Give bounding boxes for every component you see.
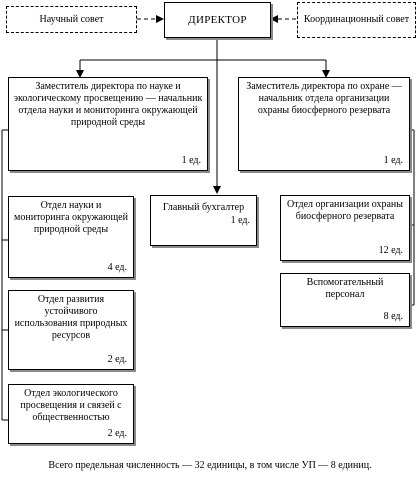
dept-protection-count: 12 ед. xyxy=(378,245,403,256)
dept-education-title: Отдел экологического просвещения и связе… xyxy=(20,388,122,423)
support-staff-title: Вспомогательный персонал xyxy=(306,277,384,300)
dept-sustainable-box: Отдел развития устойчивого использования… xyxy=(8,290,134,370)
chief-accountant-box: Главный бухгалтер 1 ед. xyxy=(150,195,257,246)
scientific-council-label: Научный совет xyxy=(39,13,104,25)
director-box: ДИРЕКТОР xyxy=(164,2,271,38)
scientific-council-box: Научный совет xyxy=(6,6,137,33)
dept-science-count: 4 ед. xyxy=(107,262,127,273)
deputy-science-box: Заместитель директора по науке и экологи… xyxy=(8,77,208,171)
chief-accountant-title: Главный бухгалтер xyxy=(162,202,245,213)
dept-science-box: Отдел науки и мониторинга окружающей при… xyxy=(8,196,134,278)
chief-accountant-count: 1 ед. xyxy=(230,215,250,226)
director-label: ДИРЕКТОР xyxy=(188,14,247,26)
coordination-council-box: Координационный совет xyxy=(297,2,416,38)
support-staff-count: 8 ед. xyxy=(383,311,403,322)
dept-science-title: Отдел науки и мониторинга окружающей при… xyxy=(14,200,128,235)
deputy-protection-title: Заместитель директора по охране — началь… xyxy=(246,81,402,116)
deputy-science-title: Заместитель директора по науке и экологи… xyxy=(13,81,203,128)
deputy-protection-count: 1 ед. xyxy=(383,155,403,166)
support-staff-box: Вспомогательный персонал 8 ед. xyxy=(280,273,410,327)
dept-protection-box: Отдел организации охраны биосферного рез… xyxy=(280,195,410,261)
dept-sustainable-count: 2 ед. xyxy=(107,354,127,365)
dept-protection-title: Отдел организации охраны биосферного рез… xyxy=(287,199,403,222)
dept-education-box: Отдел экологического просвещения и связе… xyxy=(8,384,134,444)
footer-total: Всего предельная численность — 32 единиц… xyxy=(48,460,372,471)
dept-education-count: 2 ед. xyxy=(107,428,127,439)
deputy-protection-box: Заместитель директора по охране — началь… xyxy=(238,77,410,171)
deputy-science-count: 1 ед. xyxy=(181,155,201,166)
coordination-council-label: Координационный совет xyxy=(303,14,410,25)
dept-sustainable-title: Отдел развития устойчивого использования… xyxy=(14,294,128,341)
